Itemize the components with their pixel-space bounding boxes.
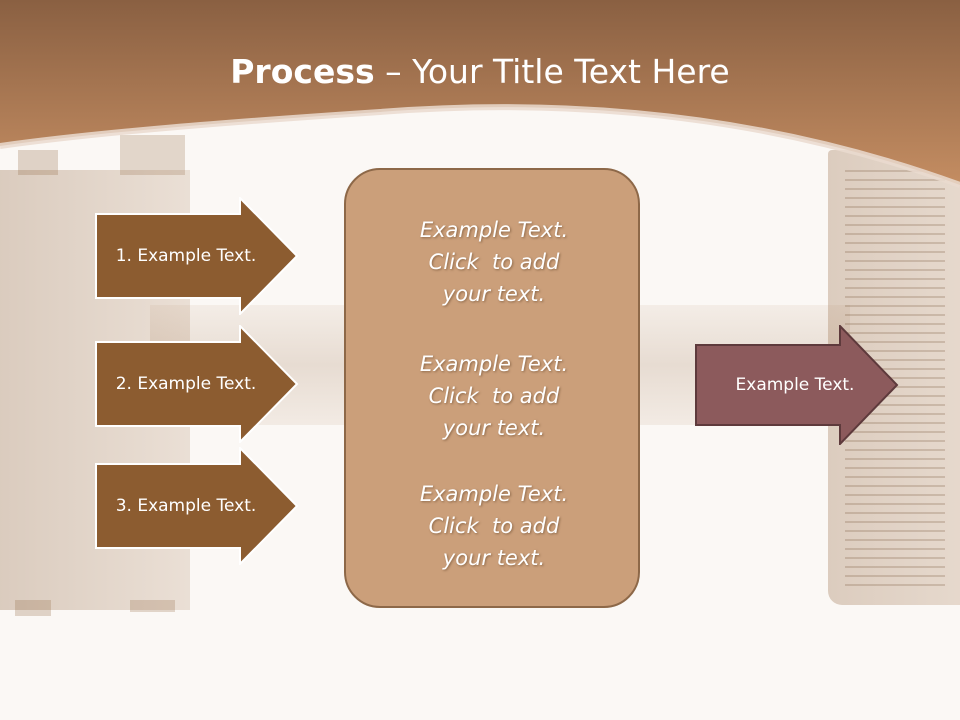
input-arrow-3[interactable]: 3. Example Text. bbox=[95, 447, 300, 565]
output-arrow[interactable]: Example Text. bbox=[695, 325, 900, 445]
arrow-shape bbox=[95, 447, 299, 565]
process-text-1[interactable]: Example Text. Click to add your text. bbox=[346, 214, 642, 310]
input-arrow-1[interactable]: 1. Example Text. bbox=[95, 197, 300, 315]
input-arrow-2[interactable]: 2. Example Text. bbox=[95, 325, 300, 443]
text-line: Example Text. bbox=[419, 482, 569, 506]
page-title: Process – Your Title Text Here bbox=[0, 52, 960, 91]
process-text-2[interactable]: Example Text. Click to add your text. bbox=[346, 348, 642, 444]
key-tooth bbox=[15, 600, 51, 616]
process-text-3[interactable]: Example Text. Click to add your text. bbox=[346, 478, 642, 574]
text-line: Example Text. bbox=[419, 352, 569, 376]
header-band: Process – Your Title Text Here bbox=[0, 0, 960, 190]
header-wave bbox=[0, 0, 960, 188]
key-tooth bbox=[130, 600, 175, 612]
process-box[interactable]: Example Text. Click to add your text. Ex… bbox=[344, 168, 640, 608]
key-tooth bbox=[120, 135, 185, 175]
output-arrow-label: Example Text. bbox=[735, 375, 855, 395]
text-line: Click to add bbox=[428, 514, 560, 538]
input-arrow-label: 2. Example Text. bbox=[115, 374, 257, 394]
input-arrow-label: 1. Example Text. bbox=[115, 246, 257, 266]
title-rest: – Your Title Text Here bbox=[374, 52, 730, 91]
text-line: your text. bbox=[442, 416, 546, 440]
input-arrow-label: 3. Example Text. bbox=[115, 496, 257, 516]
arrow-shape bbox=[95, 325, 299, 443]
text-line: your text. bbox=[442, 546, 546, 570]
title-bold: Process bbox=[230, 52, 375, 91]
arrow-shape bbox=[95, 197, 299, 315]
arrow-shape bbox=[695, 325, 899, 445]
text-line: Click to add bbox=[428, 384, 560, 408]
text-line: your text. bbox=[442, 282, 546, 306]
text-line: Click to add bbox=[428, 250, 560, 274]
text-line: Example Text. bbox=[419, 218, 569, 242]
key-tooth bbox=[18, 150, 58, 175]
